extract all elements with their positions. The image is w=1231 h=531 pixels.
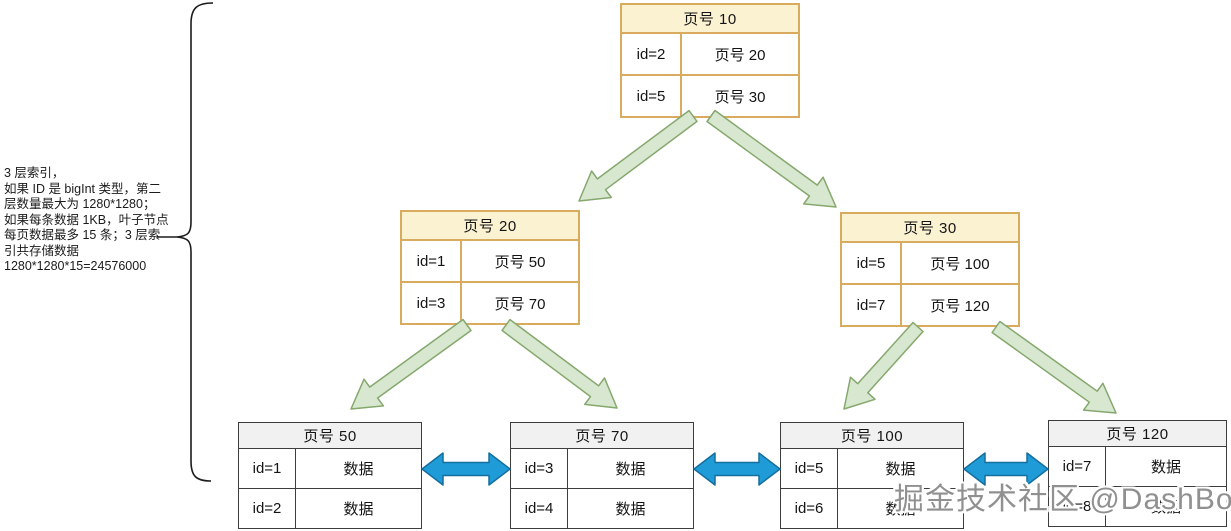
table-row: id=5 数据	[781, 449, 963, 488]
table-row: id=2 数据	[239, 488, 421, 528]
leaf-link-arrow	[963, 452, 1049, 486]
row-value: 页号 30	[714, 88, 766, 106]
table-row: id=2 页号 20	[622, 34, 798, 74]
annotation-line: 1280*1280*15=24576000	[4, 259, 147, 273]
tree-pointer-arrow	[501, 318, 618, 409]
row-key: id=3	[402, 283, 462, 323]
row-key: id=8	[1049, 487, 1106, 526]
table-row: id=8 数据	[1049, 486, 1226, 526]
table-row: id=1 数据	[239, 449, 421, 488]
row-key: id=5	[781, 449, 838, 488]
row-value: 页号 70	[494, 295, 546, 313]
annotation-line: 引共存储数据	[4, 243, 80, 258]
row-key: id=1	[402, 241, 462, 281]
table-row: id=3 数据	[511, 449, 693, 488]
row-value: 页号 120	[930, 297, 990, 315]
table-row: id=7 数据	[1049, 447, 1226, 486]
tree-pointer-arrow	[991, 320, 1117, 414]
node-page-10: 页号 10 id=2 页号 20 id=5 页号 30	[620, 3, 800, 118]
node-title: 页号 50	[239, 423, 421, 449]
node-title: 页号 20	[402, 212, 578, 241]
table-row: id=6 数据	[781, 488, 963, 528]
table-row: id=5 页号 100	[842, 243, 1018, 283]
row-key: id=1	[239, 449, 296, 488]
table-row: id=4 数据	[511, 488, 693, 528]
row-value: 页号 100	[930, 255, 990, 273]
leaf-link-arrow	[421, 452, 511, 486]
annotation-line: 每页数据最多 15 条；3 层索	[4, 228, 161, 242]
tree-pointer-arrow	[578, 109, 698, 202]
row-value: 数据	[885, 461, 916, 478]
table-row: id=5 页号 30	[622, 74, 798, 116]
node-title: 页号 120	[1049, 421, 1226, 447]
node-title: 页号 100	[781, 423, 963, 449]
row-value: 数据	[343, 461, 374, 478]
annotation-line: 如果每条数据 1KB，叶子节点	[4, 212, 169, 227]
row-key: id=2	[239, 489, 296, 528]
tree-pointer-arrow	[350, 318, 472, 410]
table-row: id=3 页号 70	[402, 281, 578, 323]
node-title: 页号 30	[842, 214, 1018, 243]
leaf-page-120: 页号 120 id=7 数据 id=8 数据	[1048, 420, 1227, 527]
row-key: id=2	[622, 34, 682, 74]
leaf-link-arrow	[693, 452, 781, 486]
node-page-30: 页号 30 id=5 页号 100 id=7 页号 120	[840, 212, 1020, 327]
row-key: id=5	[622, 76, 682, 116]
grouping-brace-icon	[176, 2, 214, 482]
table-row: id=1 页号 50	[402, 241, 578, 281]
leaf-page-70: 页号 70 id=3 数据 id=4 数据	[510, 422, 694, 529]
row-key: id=6	[781, 489, 838, 528]
row-key: id=3	[511, 449, 568, 488]
table-row: id=7 页号 120	[842, 283, 1018, 325]
row-value: 页号 50	[494, 253, 546, 271]
node-title: 页号 70	[511, 423, 693, 449]
row-value: 数据	[615, 501, 646, 518]
row-value: 数据	[615, 461, 646, 478]
index-size-annotation: 3 层索引， 如果 ID 是 bigInt 类型，第二 层数量最大为 1280*…	[4, 166, 182, 275]
tree-pointer-arrow	[843, 321, 924, 410]
annotation-line: 3 层索引，	[4, 166, 65, 180]
row-key: id=4	[511, 489, 568, 528]
node-title: 页号 10	[622, 5, 798, 34]
row-key: id=7	[842, 285, 902, 325]
row-value: 数据	[1150, 459, 1181, 476]
leaf-page-100: 页号 100 id=5 数据 id=6 数据	[780, 422, 964, 529]
annotation-line: 层数量最大为 1280*1280；	[4, 197, 156, 211]
annotation-line: 如果 ID 是 bigInt 类型，第二	[4, 181, 161, 196]
tree-pointer-arrow	[706, 109, 837, 208]
row-key: id=7	[1049, 447, 1106, 486]
row-value: 页号 20	[714, 46, 766, 64]
row-key: id=5	[842, 243, 902, 283]
node-page-20: 页号 20 id=1 页号 50 id=3 页号 70	[400, 210, 580, 325]
row-value: 数据	[343, 501, 374, 518]
row-value: 数据	[885, 501, 916, 518]
row-value: 数据	[1150, 499, 1181, 516]
leaf-page-50: 页号 50 id=1 数据 id=2 数据	[238, 422, 422, 529]
